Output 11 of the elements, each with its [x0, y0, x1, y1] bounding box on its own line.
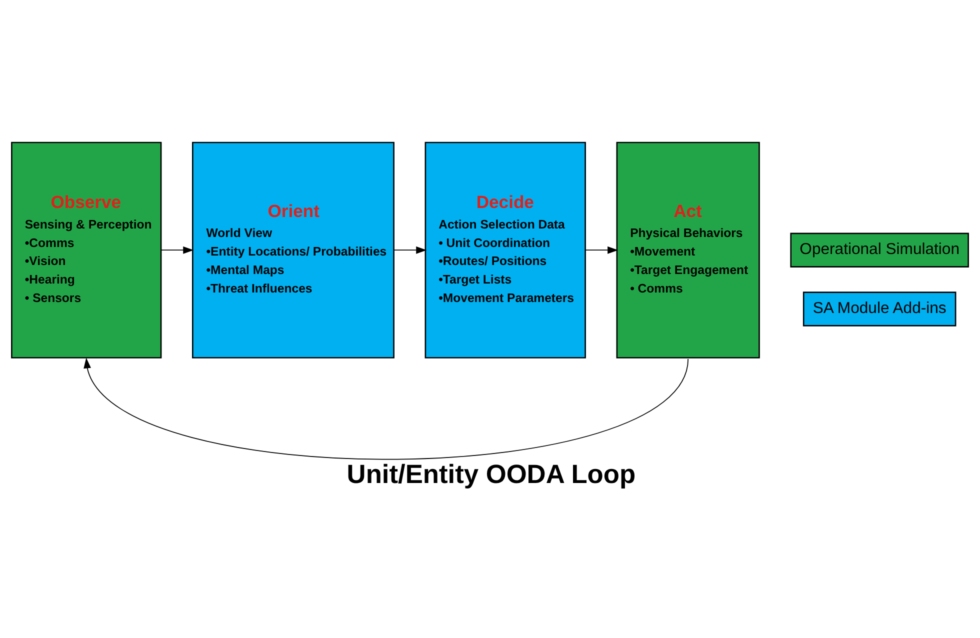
node-box: Observe Sensing & Perception •Comms •Vision •Hearing • Sensors [11, 142, 162, 358]
node-box: Act Physical Behaviors •Movement •Target Engagement • Comms [616, 142, 760, 358]
arrow [160, 246, 194, 254]
node-box: Orient World View •Entity Locations/ Probabilities •Mental Maps •Threat Influences [192, 142, 394, 358]
diagram-title: Unit/Entity OODA Loop [346, 459, 636, 490]
arrow [394, 246, 427, 254]
legend-label: Operational Simulation [800, 240, 960, 258]
legend-label: SA Module Add-ins [812, 300, 946, 317]
arrow [84, 358, 689, 460]
arrow [584, 246, 618, 254]
node-box: Decide Action Selection Data • Unit Coordination •Routes/ Positions •Target Lists •Movement Parameters [424, 142, 586, 358]
